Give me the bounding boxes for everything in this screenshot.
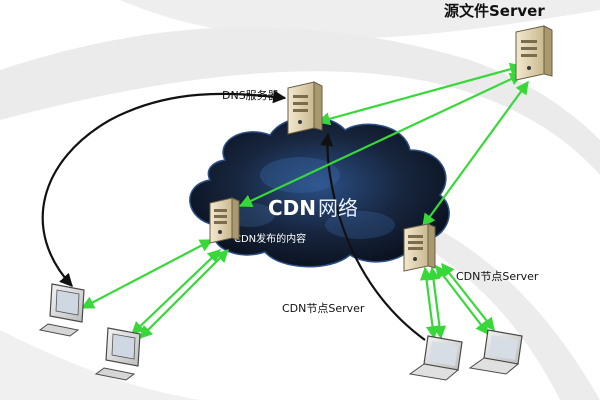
client-to-dns-path [41,90,287,287]
client-monitor-icon [94,327,141,381]
center-node-to-client2-link-a [131,249,221,335]
center-node-to-client1-link [80,239,214,309]
source-server-label: 源文件Server [444,2,545,20]
cdn-node-right-icon [403,223,436,272]
cdn-node-center-label: CDN节点Server [282,302,365,315]
dns-server-icon [287,81,323,135]
cloud-subtitle: CDN发布的内容 [234,232,306,245]
cloud-text: CDN 网络 CDN发布的内容 [234,196,358,245]
center-node-to-client2-link-b [139,249,229,339]
laptop-icon [468,329,523,375]
cloud-title-cn: 网络 [318,196,358,220]
source-to-right-node-link [422,80,529,228]
client-monitor-icon [38,283,85,337]
right-node-to-laptop2-link-b [441,262,495,332]
content-links [80,62,529,340]
cdn-node-center-icon [209,197,240,244]
cloud-title-latin: CDN [268,196,316,220]
cdn-node-right-label: CDN节点Server [456,270,539,283]
source-server-icon [515,25,553,81]
laptop-icon [408,335,463,381]
dns-server-label: DNS服务器 [222,89,279,102]
